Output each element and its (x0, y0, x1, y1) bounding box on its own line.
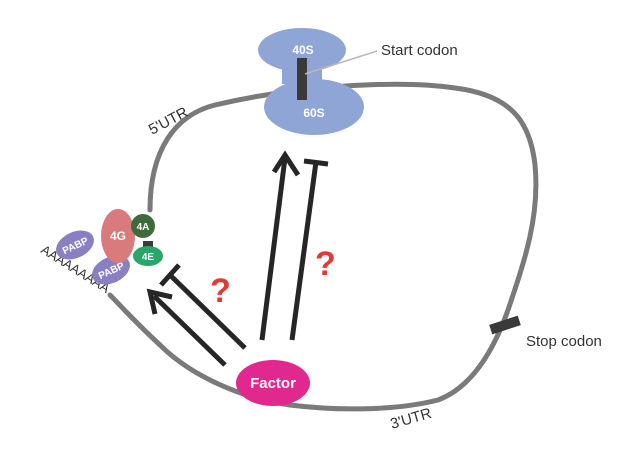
stop-codon-label: Stop codon (526, 333, 602, 350)
ribosome-large-subunit-label: 60S (303, 106, 324, 120)
pabp-protein-1: PABP (56, 230, 94, 260)
eif4e-protein (133, 246, 163, 266)
activation-arrow-to-ribosome (259, 157, 288, 341)
inhibition-line-to-ribosome (289, 161, 319, 341)
eif4g-protein (101, 209, 135, 263)
regulation-arrows (146, 150, 329, 367)
ribosome: 40S 60S (258, 28, 364, 135)
inhibition-line-to-cap-complex (168, 273, 247, 350)
factor-label: Factor (250, 375, 296, 392)
eif4e-label: 4E (142, 252, 155, 263)
activation-arrowhead-ribosome (271, 150, 301, 177)
question-mark-ribosome-regulation: ? (315, 245, 336, 283)
pabp-protein-2: PABP (92, 255, 130, 285)
ribosome-small-subunit-label: 40S (292, 43, 313, 57)
question-mark-cap-regulation: ? (210, 272, 231, 310)
regulatory-factor: Factor (236, 360, 310, 406)
start-codon-label: Start codon (381, 42, 458, 59)
eif4a-label: 4A (137, 222, 150, 233)
stop-codon-marker (489, 315, 521, 335)
eif4g-label: 4G (110, 229, 126, 243)
cap-binding-complex: 4G 4A 4E (101, 209, 163, 266)
inhibition-bar-ribosome (303, 158, 329, 167)
eif4a-protein (131, 214, 155, 238)
start-codon-marker (297, 58, 307, 100)
inhibition-bar-cap (159, 263, 181, 287)
mrna-cap (143, 241, 153, 249)
activation-arrow-to-cap-complex (152, 294, 227, 367)
ribosome-large-subunit (264, 79, 364, 135)
start-codon-pointer (304, 50, 378, 75)
ribosome-small-subunit (258, 28, 346, 72)
activation-arrowhead-cap (146, 288, 173, 315)
